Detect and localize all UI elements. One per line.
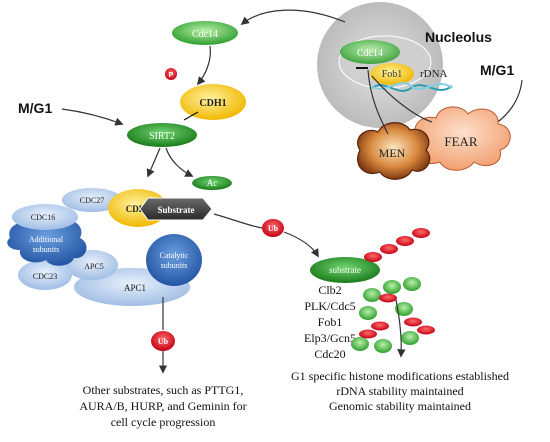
ub-fragment xyxy=(417,325,435,335)
green-fragment xyxy=(403,277,421,291)
apc-complex: APC1 Catalytic subunits APC5 CDC23 Addit… xyxy=(7,188,213,306)
line-nucleolus-men xyxy=(367,69,389,135)
men-label: MEN xyxy=(379,146,406,160)
substrate-list-item: Cdc20 xyxy=(314,347,345,361)
additional-subunits-line2: subunits xyxy=(33,245,60,254)
arrow-to-outcomes xyxy=(395,299,406,358)
cdc23-label: CDC23 xyxy=(33,272,57,281)
outcome-line: Genomic stability maintained xyxy=(329,399,471,413)
other-substrates-line: AURA/B, HURP, and Geminin for xyxy=(79,399,246,413)
outcomes-block: G1 specific histone modifications establ… xyxy=(291,369,509,413)
fear-label: FEAR xyxy=(444,134,478,149)
green-fragment xyxy=(401,331,419,345)
ub-bottom-label: Ub xyxy=(158,337,169,346)
cdc14-top-label: Cdc14 xyxy=(192,29,218,40)
mg1-right-label: M/G1 xyxy=(480,62,514,78)
other-substrates-line: cell cycle progression xyxy=(111,415,216,429)
other-substrates-line: Other substrates, such as PTTG1, xyxy=(83,383,244,397)
green-fragment xyxy=(359,306,377,320)
cdc14-top-oval xyxy=(172,21,238,45)
line-nucleolus-fear xyxy=(371,75,433,123)
ubiquitin-chain xyxy=(364,228,430,262)
cdc16-oval xyxy=(12,204,78,230)
cdc14-nucleolus-label: Cdc14 xyxy=(357,48,383,59)
green-fragment xyxy=(383,280,401,294)
substrate-green-oval xyxy=(310,257,380,283)
cdh1-top-oval xyxy=(180,84,246,120)
ub-chain-1 xyxy=(364,252,382,262)
additional-subunits-line1: Additional xyxy=(29,235,64,244)
sirt2-oval xyxy=(127,123,197,147)
outcome-line: rDNA stability maintained xyxy=(336,384,463,398)
ub-right-label: Ub xyxy=(268,224,279,233)
nucleolus-label: Nucleolus xyxy=(425,29,492,45)
substrate-list-item: Fob1 xyxy=(318,315,343,329)
ub-chain-4 xyxy=(412,228,430,238)
ub-fragment xyxy=(371,321,389,331)
arrow-sirt2-down xyxy=(146,147,161,178)
ub-fragment xyxy=(359,329,377,339)
arrow-ub-to-substrate xyxy=(283,231,319,258)
ub-chain-2 xyxy=(380,244,398,254)
ub-fragment xyxy=(379,293,397,303)
cdc27-oval xyxy=(62,188,122,212)
cdc23-oval xyxy=(18,260,72,290)
catalytic-subunits-line2: subunits xyxy=(161,261,188,270)
catalytic-subunits-blob xyxy=(146,234,202,286)
ub-right-oval xyxy=(262,219,284,237)
fear-cloud: FEAR xyxy=(414,106,511,171)
rdna-strand-1 xyxy=(371,84,453,92)
additional-subunits-blob xyxy=(7,216,87,266)
green-fragment xyxy=(395,302,413,316)
sirt2-cdh1-link xyxy=(183,111,199,121)
apc1-label: APC1 xyxy=(124,283,146,293)
substrate-list: Clb2 PLK/Cdc5 Fob1 Elp3/Gcn5 Cdc20 xyxy=(304,283,356,361)
substrate-list-item: Elp3/Gcn5 xyxy=(304,331,356,345)
outcome-line: G1 specific histone modifications establ… xyxy=(291,369,509,383)
cdh1-top-label: CDH1 xyxy=(199,98,226,109)
green-fragment xyxy=(351,337,369,351)
cdh1-apc-label: CDH1 xyxy=(126,204,151,214)
cdc14-nucleolus-oval xyxy=(340,40,400,64)
mg1-left-label: M/G1 xyxy=(18,100,52,116)
cdc16-label: CDC16 xyxy=(31,213,55,222)
ub-chain-3 xyxy=(396,236,414,246)
degradation-fragments xyxy=(351,277,435,353)
nucleolus-region: Cdc14 Fob1 rDNA Nucleolus xyxy=(317,2,492,128)
arrow-mg1-left xyxy=(61,108,124,126)
ac-oval xyxy=(192,176,232,190)
substrate-hex-label: Substrate xyxy=(157,205,194,215)
arrow-release-cdc14 xyxy=(240,9,346,26)
cdc27-label: CDC27 xyxy=(80,196,104,205)
green-fragment xyxy=(374,339,392,353)
line-substrate-ub xyxy=(213,213,263,229)
substrate-hexagon xyxy=(139,197,213,221)
catalytic-subunits-line1: Catalytic xyxy=(160,251,189,260)
phospho-badge xyxy=(165,68,177,80)
ub-bottom-oval xyxy=(151,331,175,351)
ub-fragment xyxy=(404,317,422,327)
fob1-oval xyxy=(370,63,414,85)
other-substrates-block: Other substrates, such as PTTG1, AURA/B,… xyxy=(79,383,246,429)
green-fragment xyxy=(363,288,381,302)
sirt2-label: SIRT2 xyxy=(149,131,175,142)
arrow-cdc14-to-cdh1 xyxy=(196,45,211,86)
rdna-label: rDNA xyxy=(420,68,448,80)
men-cloud: MEN xyxy=(357,122,431,180)
fob1-label: Fob1 xyxy=(382,69,403,80)
phospho-label: P xyxy=(169,72,174,79)
apc5-label: APC5 xyxy=(84,262,104,271)
substrate-list-item: Clb2 xyxy=(318,283,341,297)
ac-label: Ac xyxy=(207,178,218,188)
substrate-list-item: PLK/Cdc5 xyxy=(304,299,355,313)
substrate-green-label: substrate xyxy=(329,265,361,275)
arrow-sirt2-ac xyxy=(165,147,194,177)
